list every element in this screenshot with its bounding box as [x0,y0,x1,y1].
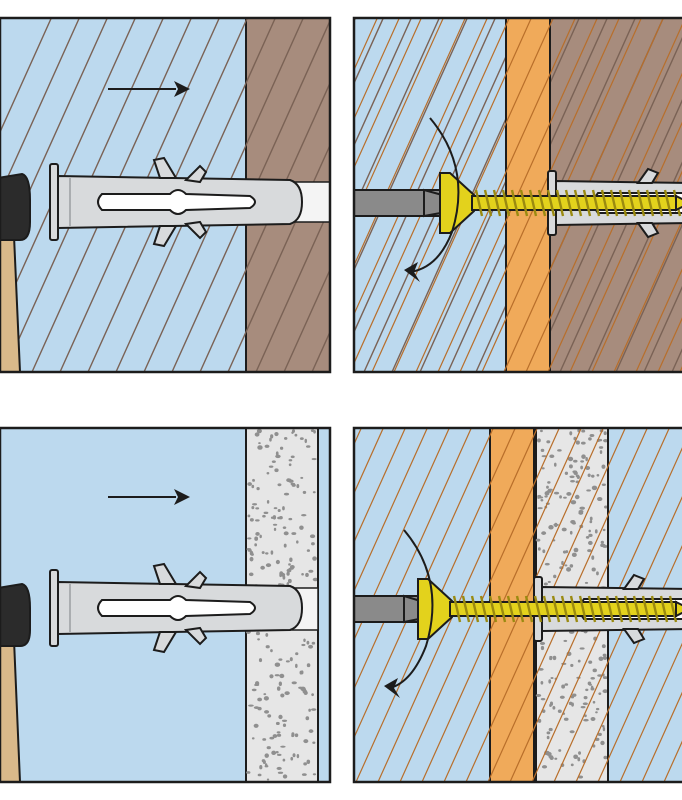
hammer-icon [0,172,31,372]
screw [417,578,682,640]
right-arrow-icon [108,81,190,97]
panel-step-3 [0,428,330,782]
panel-frame-3 [0,426,332,784]
rotation-arrow-icon [404,117,460,282]
wall-plug [49,156,304,248]
panel-step-1 [0,18,330,372]
screwdriver-icon [354,594,425,624]
panel-step-2 [354,18,682,372]
panel-frame-4 [352,426,682,784]
rotation-arrow-icon [384,529,434,698]
right-arrow-icon [108,489,190,505]
panel-step-4 [354,428,682,782]
hammer-icon [0,582,31,782]
wall-plug [49,562,304,654]
screwdriver-icon [354,188,447,218]
panel-frame-1 [0,16,332,374]
panel-frame-2 [352,16,682,374]
